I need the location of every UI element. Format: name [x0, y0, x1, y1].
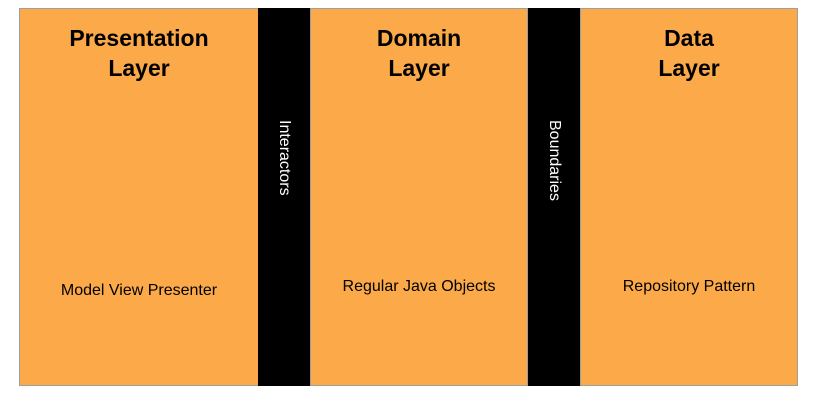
data-layer-title: Data Layer: [658, 25, 720, 81]
architecture-diagram: Presentation Layer Model View Presenter …: [19, 8, 798, 386]
interactors-boundary-label: Interactors: [276, 120, 293, 196]
presentation-layer-title: Presentation Layer: [69, 25, 209, 81]
domain-layer-box: Domain Layer Regular Java Objects: [310, 8, 528, 386]
domain-layer-subtitle: Regular Java Objects: [342, 278, 496, 295]
presentation-layer-subtitle: Model View Presenter: [60, 282, 218, 299]
interactors-boundary: Interactors: [258, 8, 310, 386]
domain-layer-title: Domain Layer: [376, 25, 462, 81]
boundaries-boundary: Boundaries: [528, 8, 580, 386]
presentation-layer-box: Presentation Layer Model View Presenter: [19, 8, 259, 386]
data-layer-subtitle: Repository Pattern: [622, 278, 756, 295]
boundaries-boundary-label: Boundaries: [546, 120, 563, 201]
data-layer-box: Data Layer Repository Pattern: [580, 8, 798, 386]
